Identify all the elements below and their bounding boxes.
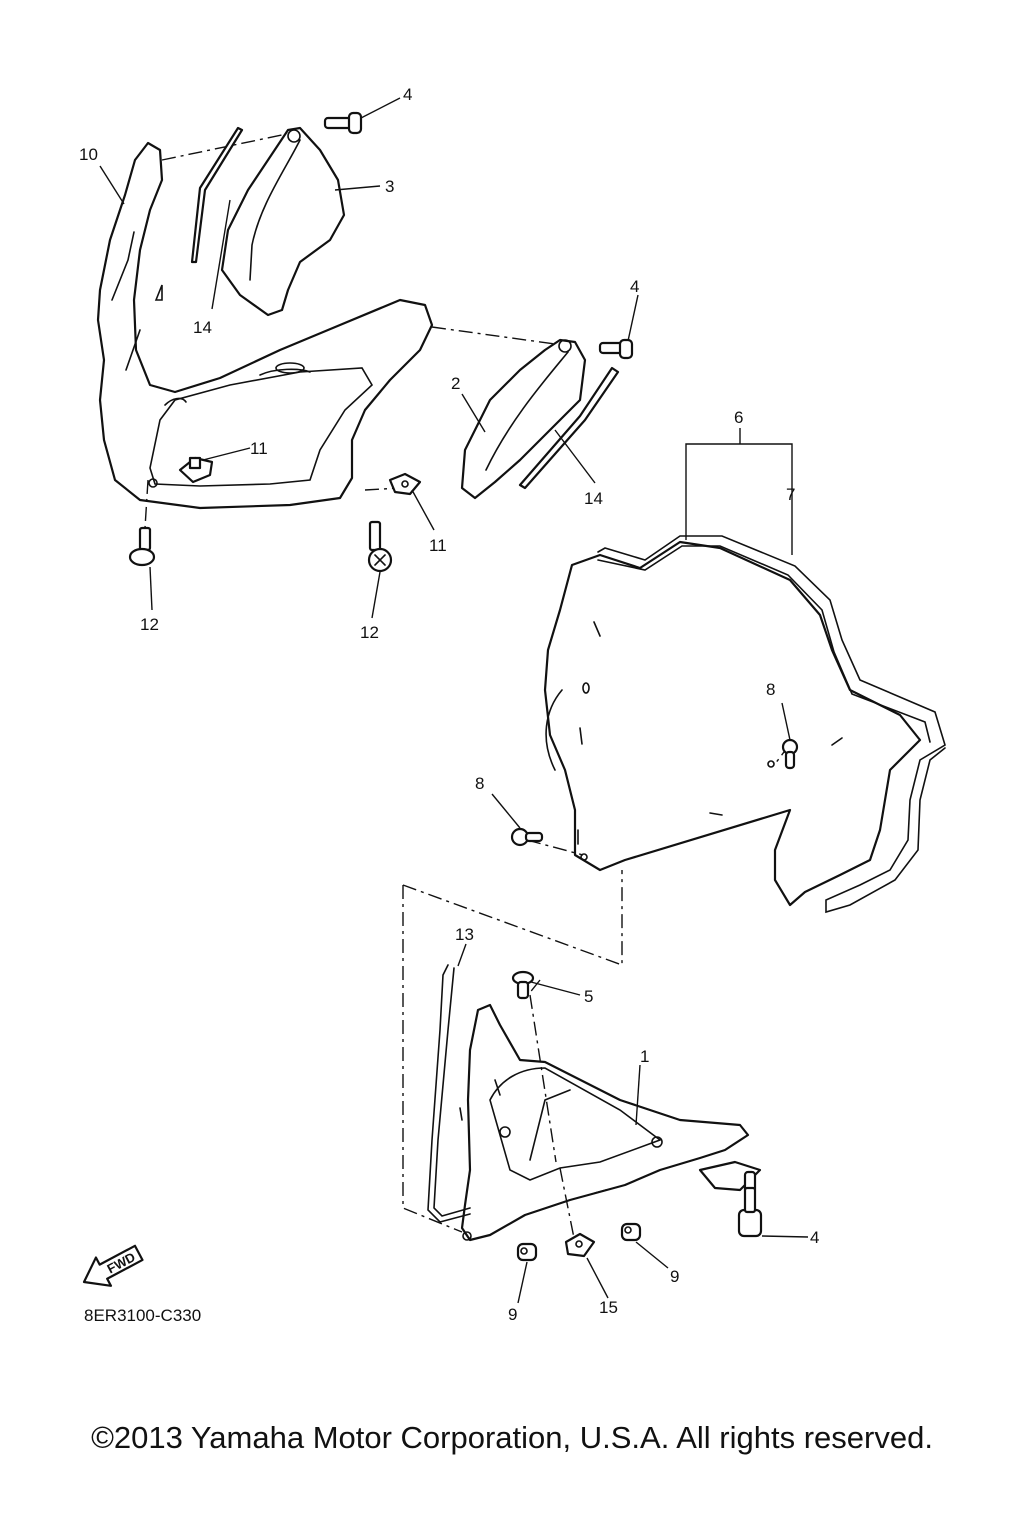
callout-4: 4 <box>403 85 412 104</box>
fwd-arrow-icon: FWD <box>82 1244 144 1287</box>
inner-panel-part-2 <box>460 338 587 500</box>
bolt-part-4-top <box>323 111 363 135</box>
callout-11: 11 <box>429 536 447 555</box>
callout-15: 15 <box>599 1298 618 1317</box>
callout-8: 8 <box>475 774 484 793</box>
bolt-part-12-right <box>367 520 393 573</box>
callout-1: 1 <box>640 1047 649 1066</box>
diagram-code: 8ER3100-C330 <box>84 1306 202 1325</box>
callout-3: 3 <box>385 177 394 196</box>
callout-13: 13 <box>455 925 474 944</box>
callout-5: 5 <box>584 987 593 1006</box>
bolt-part-4-bottom <box>737 1170 763 1238</box>
callout-12: 12 <box>140 615 159 634</box>
inner-cover-part-1 <box>459 1003 762 1242</box>
callout-4: 4 <box>630 277 639 296</box>
callout-14: 14 <box>584 489 603 508</box>
inner-panel-part-3 <box>220 126 346 317</box>
upper-cowling-part-10 <box>96 134 556 510</box>
screw-part-8-right <box>781 738 799 770</box>
callout-11: 11 <box>250 439 268 458</box>
nut-part-15 <box>564 1232 596 1258</box>
nut-part-11-right <box>388 472 422 496</box>
callout-7: 7 <box>786 485 795 504</box>
callout-8: 8 <box>766 680 775 699</box>
callout-10: 10 <box>79 145 98 164</box>
screw-part-5 <box>511 970 535 1000</box>
molding-strips-part-14 <box>190 126 620 490</box>
callout-4: 4 <box>810 1228 819 1247</box>
leader-lines <box>99 97 809 1304</box>
callout-14: 14 <box>193 318 212 337</box>
screw-part-8-left <box>510 827 544 847</box>
collar-part-9-right <box>620 1222 642 1242</box>
bolt-part-12-left <box>128 526 156 567</box>
bolt-part-4-middle <box>598 338 634 360</box>
windshield-seal-part-7 <box>597 535 946 914</box>
callout-2: 2 <box>451 374 460 393</box>
callout-9: 9 <box>508 1305 517 1324</box>
callout-12: 12 <box>360 623 379 642</box>
windshield-part-6 <box>543 540 922 907</box>
callout-9: 9 <box>670 1267 679 1286</box>
collar-part-9-left <box>516 1242 538 1262</box>
copyright-notice: ©2013 Yamaha Motor Corporation, U.S.A. A… <box>91 1420 933 1455</box>
seal-strip-part-13 <box>427 964 471 1223</box>
callout-6: 6 <box>734 408 743 427</box>
nut-part-11-left <box>178 456 214 484</box>
callout-labels: 4 3 10 14 4 2 14 11 11 12 12 6 7 8 8 13 … <box>79 85 819 1324</box>
